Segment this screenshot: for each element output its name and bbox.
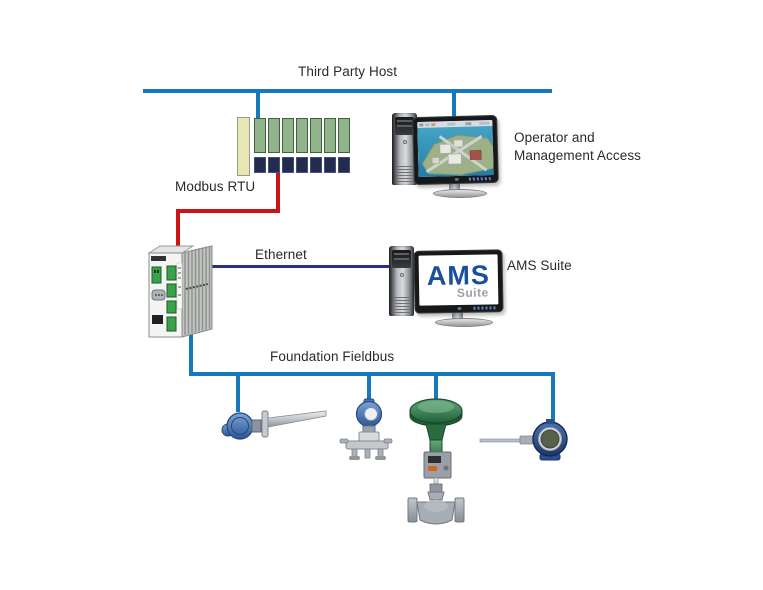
ams-tower	[389, 246, 414, 316]
bus-drop-to-operator-line	[452, 89, 456, 121]
third-party-host-label: Third Party Host	[298, 64, 398, 79]
ethernet-link-line	[210, 265, 394, 268]
rack-io-row	[254, 157, 350, 173]
modbus-serial-link-segment2	[176, 209, 280, 213]
temperature-sensor-icon	[221, 410, 327, 440]
modbus-serial-link-segment1	[276, 173, 280, 213]
rack-green-slot	[282, 118, 294, 153]
ams-screen: AMS Suite	[418, 254, 499, 306]
operator-access-label: Operator and Management Access	[514, 129, 641, 164]
rack-io-slot	[254, 157, 266, 173]
rack-io-slot	[296, 157, 308, 173]
rack-green-row	[254, 118, 350, 153]
fieldbus-drop1-line	[236, 372, 240, 412]
rack-power-module	[237, 117, 250, 176]
monitor-neck	[452, 311, 463, 320]
rack-green-slot	[268, 118, 280, 153]
fieldbus-drop3-line	[434, 372, 438, 403]
control-valve-icon	[407, 398, 465, 525]
operator-screen	[417, 120, 494, 177]
temperature-sensor-thermowell	[218, 402, 330, 451]
bus-drop-to-rack-line	[256, 89, 260, 119]
fieldbus-drop4-line	[551, 372, 555, 424]
temperature-transmitter-icon	[479, 419, 568, 461]
monitor-logo	[454, 177, 459, 182]
monitor-base	[433, 189, 487, 198]
rack-green-slot	[254, 118, 266, 153]
rack-green-slot	[338, 118, 350, 153]
monitor-buttons	[468, 177, 491, 181]
ethernet-label: Ethernet	[255, 247, 307, 262]
ams-suite-label: AMS Suite	[507, 258, 572, 273]
operator-access-line2: Management Access	[514, 147, 642, 163]
monitor-base	[435, 318, 493, 327]
rack-green-slot	[296, 118, 308, 153]
third-party-host-bus-line	[143, 89, 552, 93]
fieldbus-riser-line	[189, 334, 193, 376]
tower-vents	[393, 297, 410, 313]
rack-green-slot	[324, 118, 336, 153]
tower-vents	[396, 166, 413, 182]
fieldbus-gateway	[147, 243, 214, 339]
rack-io-slot	[310, 157, 322, 173]
fieldbus-trunk-line	[189, 372, 555, 376]
power-button	[400, 273, 404, 277]
monitor-neck	[449, 182, 460, 191]
rack-io-slot	[282, 157, 294, 173]
operator-monitor	[412, 114, 499, 186]
foundation-fieldbus-label: Foundation Fieldbus	[270, 349, 395, 364]
temperature-transmitter	[478, 418, 574, 467]
power-button	[403, 140, 407, 144]
plant-3d-view	[417, 120, 494, 177]
modbus-serial-link-segment3	[176, 209, 180, 249]
drive-bays	[395, 117, 414, 135]
rack-io-slot	[268, 157, 280, 173]
ams-monitor: AMS Suite	[413, 249, 504, 314]
drive-bays	[392, 250, 411, 268]
rack-io-slot	[338, 157, 350, 173]
rack-green-slot	[310, 118, 322, 153]
monitor-logo	[456, 306, 461, 311]
modbus-rtu-label: Modbus RTU	[175, 179, 256, 194]
operator-access-line1: Operator and	[514, 130, 595, 145]
gateway-illustration	[147, 245, 213, 338]
control-valve	[406, 394, 466, 533]
pressure-transmitter	[338, 398, 394, 467]
fieldbus-drop2-line	[367, 372, 371, 406]
rack-io-slot	[324, 157, 336, 173]
pressure-transmitter-icon	[339, 398, 393, 460]
ams-screen-subtitle: Suite	[456, 285, 489, 301]
monitor-buttons	[473, 306, 496, 310]
